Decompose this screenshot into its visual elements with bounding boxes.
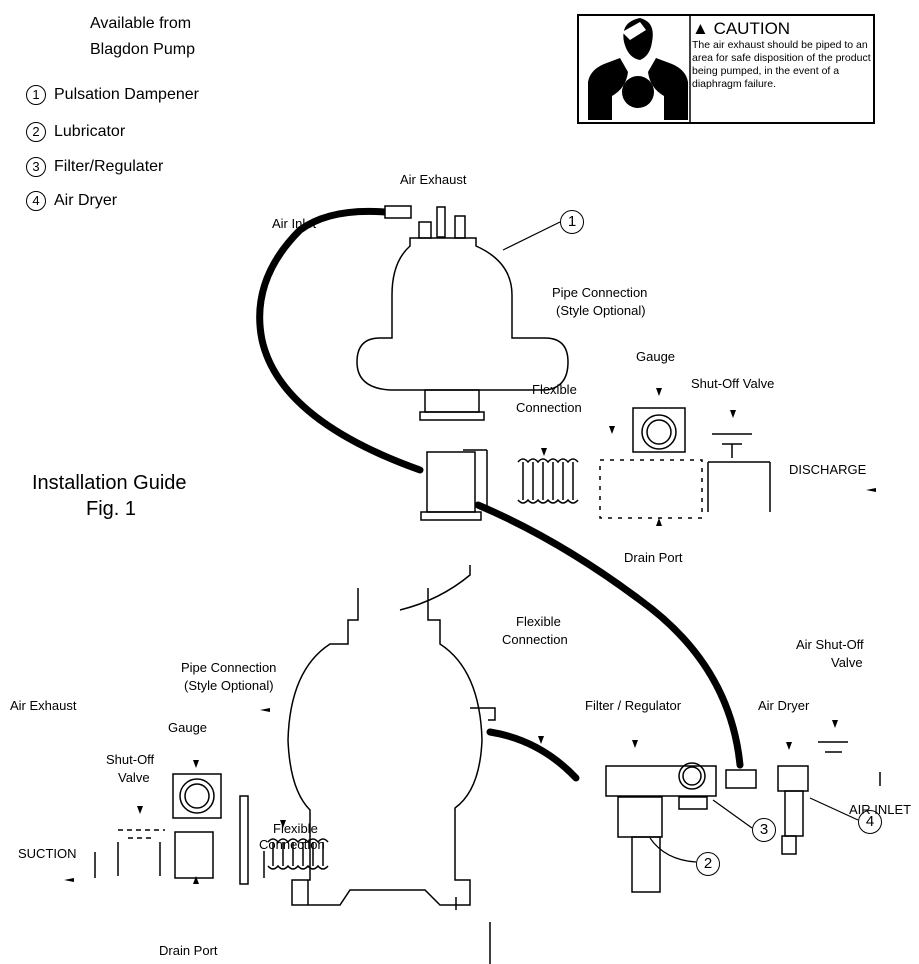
flexible-coil-top bbox=[517, 458, 579, 504]
legend-num-3: 3 bbox=[26, 157, 46, 177]
pulsation-dampener bbox=[356, 206, 569, 421]
label-air-shutoff-2: Valve bbox=[831, 655, 863, 670]
label-shutoff-bot-1: Shut-Off bbox=[106, 752, 155, 767]
label-drain-port-top: Drain Port bbox=[624, 550, 683, 565]
label-pipe-connection-bot-2: (Style Optional) bbox=[184, 678, 274, 693]
label-flexible-bot-2: Connection bbox=[259, 837, 325, 852]
callout-4-number: 4 bbox=[858, 810, 882, 834]
suction-assembly bbox=[94, 773, 265, 885]
flexible-coil-bottom bbox=[267, 838, 329, 870]
label-shutoff-valve-top: Shut-Off Valve bbox=[691, 376, 775, 391]
available-from-line2: Blagdon Pump bbox=[90, 41, 195, 58]
callout-3: 3 bbox=[752, 818, 784, 842]
legend-num-4: 4 bbox=[26, 191, 46, 211]
caution-title-text: CAUTION bbox=[713, 19, 791, 38]
callout-1: 1 bbox=[560, 210, 592, 234]
label-pipe-connection-top-2: (Style Optional) bbox=[556, 303, 646, 318]
label-gauge-top: Gauge bbox=[636, 349, 676, 364]
label-suction: SUCTION bbox=[18, 846, 77, 861]
air-dryer bbox=[777, 741, 881, 855]
label-flexible-top-2: Connection bbox=[516, 400, 582, 415]
label-air-inlet-top: Air Inlet bbox=[272, 216, 317, 231]
label-pipe-connection-top-1: Pipe Connection bbox=[552, 285, 648, 300]
diaphragm-pump bbox=[287, 565, 496, 906]
legend-label-1: Pulsation Dampener bbox=[54, 86, 199, 104]
callout-3-number: 3 bbox=[752, 818, 776, 842]
legend-item-2: 2 Lubricator bbox=[26, 122, 125, 142]
label-flexible-top-1: Flexible bbox=[532, 382, 577, 397]
legend-num-1: 1 bbox=[26, 85, 46, 105]
legend-label-2: Lubricator bbox=[54, 123, 126, 141]
callout-1-number: 1 bbox=[560, 210, 584, 234]
label-flexible-mid-2: Connection bbox=[502, 632, 568, 647]
label-drain-port-bottom: Drain Port bbox=[159, 943, 218, 958]
upper-manifold bbox=[420, 449, 488, 521]
label-filter-regulator: Filter / Regulator bbox=[585, 698, 682, 713]
installation-guide-title: Installation Guide bbox=[32, 472, 187, 494]
legend-item-3: 3 Filter/Regulater bbox=[26, 157, 163, 177]
legend-item-1: 1 Pulsation Dampener bbox=[26, 85, 199, 105]
legend-item-4: 4 Air Dryer bbox=[26, 191, 117, 211]
caution-box bbox=[577, 14, 875, 124]
shutoff-valve-top bbox=[707, 433, 771, 512]
caution-text-block: ▲ CAUTION The air exhaust should be pipe… bbox=[692, 19, 878, 91]
figure-number: Fig. 1 bbox=[86, 498, 137, 520]
label-air-shutoff-1: Air Shut-Off bbox=[796, 637, 864, 652]
label-flexible-mid-1: Flexible bbox=[516, 614, 561, 629]
label-air-exhaust-top: Air Exhaust bbox=[400, 172, 467, 187]
label-shutoff-bot-2: Valve bbox=[118, 770, 150, 785]
label-pipe-connection-bot-1: Pipe Connection bbox=[181, 660, 277, 675]
label-discharge: DISCHARGE bbox=[789, 462, 867, 477]
warning-triangle-icon: ▲ bbox=[692, 19, 709, 38]
legend-label-4: Air Dryer bbox=[54, 192, 118, 210]
legend-num-2: 2 bbox=[26, 122, 46, 142]
available-from-line1: Available from bbox=[90, 15, 192, 32]
legend-label-3: Filter/Regulater bbox=[54, 158, 164, 176]
filter-regulator bbox=[605, 762, 757, 893]
caution-pictogram bbox=[588, 18, 688, 120]
gauge-top bbox=[599, 407, 703, 519]
air-inlet-hose bbox=[256, 207, 424, 474]
callout-2: 2 bbox=[696, 852, 728, 876]
label-air-dryer: Air Dryer bbox=[758, 698, 810, 713]
air-hose-right bbox=[474, 501, 744, 769]
caution-title: ▲ CAUTION bbox=[692, 19, 878, 38]
label-gauge-bottom: Gauge bbox=[168, 720, 208, 735]
callout-2-number: 2 bbox=[696, 852, 720, 876]
label-flexible-bot-1: Flexible bbox=[273, 821, 318, 836]
pump-air-hose bbox=[486, 728, 580, 782]
callout-4: 4 bbox=[858, 810, 890, 834]
caution-body: The air exhaust should be piped to an ar… bbox=[692, 39, 871, 90]
label-air-exhaust-left: Air Exhaust bbox=[10, 698, 77, 713]
